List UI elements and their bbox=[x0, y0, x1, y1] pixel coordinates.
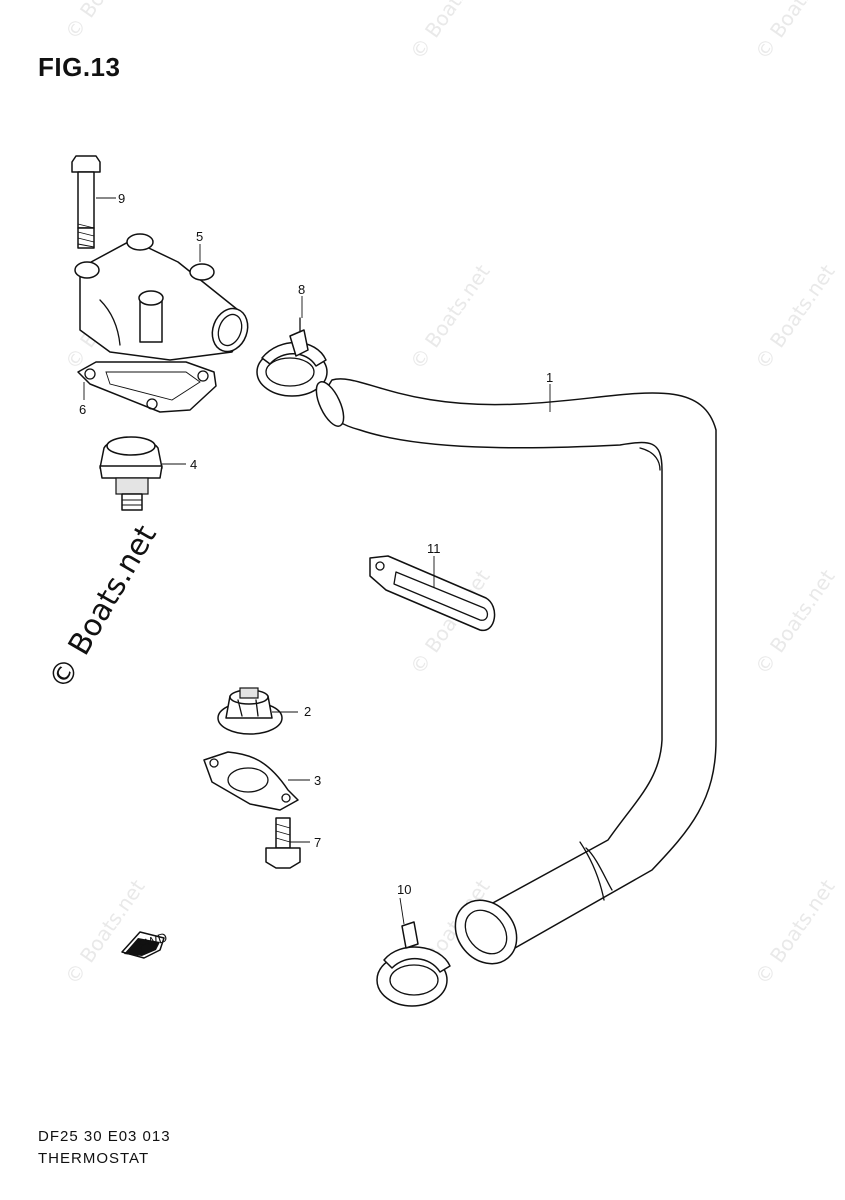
part-10-bolt[interactable] bbox=[71, 155, 101, 249]
part-6-cover-gasket[interactable] bbox=[77, 361, 217, 413]
callout-7: 7 bbox=[314, 835, 321, 850]
leader-lines bbox=[83, 197, 551, 925]
callout-9: 10 bbox=[397, 882, 411, 897]
callout-labels: 9 5 6 4 8 1 11 2 3 7 10 bbox=[79, 191, 553, 897]
part-2-cap[interactable] bbox=[217, 687, 283, 735]
callout-10: 9 bbox=[118, 191, 125, 206]
part-11-clamp[interactable] bbox=[369, 555, 496, 631]
callout-3: 3 bbox=[314, 773, 321, 788]
part-1-hose[interactable] bbox=[311, 378, 717, 976]
part-8-hose-clip[interactable] bbox=[256, 317, 328, 397]
part-5-thermostat-cover[interactable] bbox=[74, 233, 253, 361]
callout-2: 2 bbox=[304, 704, 311, 719]
part-9-hose-clip[interactable] bbox=[376, 921, 451, 1007]
fwd-arrow-icon: FWD bbox=[121, 929, 169, 959]
part-7-bolt[interactable] bbox=[265, 817, 301, 869]
callout-6: 6 bbox=[79, 402, 86, 417]
part-4-thermostat[interactable] bbox=[99, 436, 163, 511]
callout-8: 8 bbox=[298, 282, 305, 297]
diagram-name: THERMOSTAT bbox=[38, 1150, 150, 1167]
callout-1: 1 bbox=[546, 370, 553, 385]
callout-5: 5 bbox=[196, 229, 203, 244]
callout-11: 11 bbox=[427, 541, 441, 556]
diagram-code: DF25 30 E03 013 bbox=[38, 1128, 171, 1145]
callout-4: 4 bbox=[190, 457, 197, 472]
figure-title: FIG.13 bbox=[38, 52, 121, 82]
part-3-gasket[interactable] bbox=[203, 751, 299, 811]
